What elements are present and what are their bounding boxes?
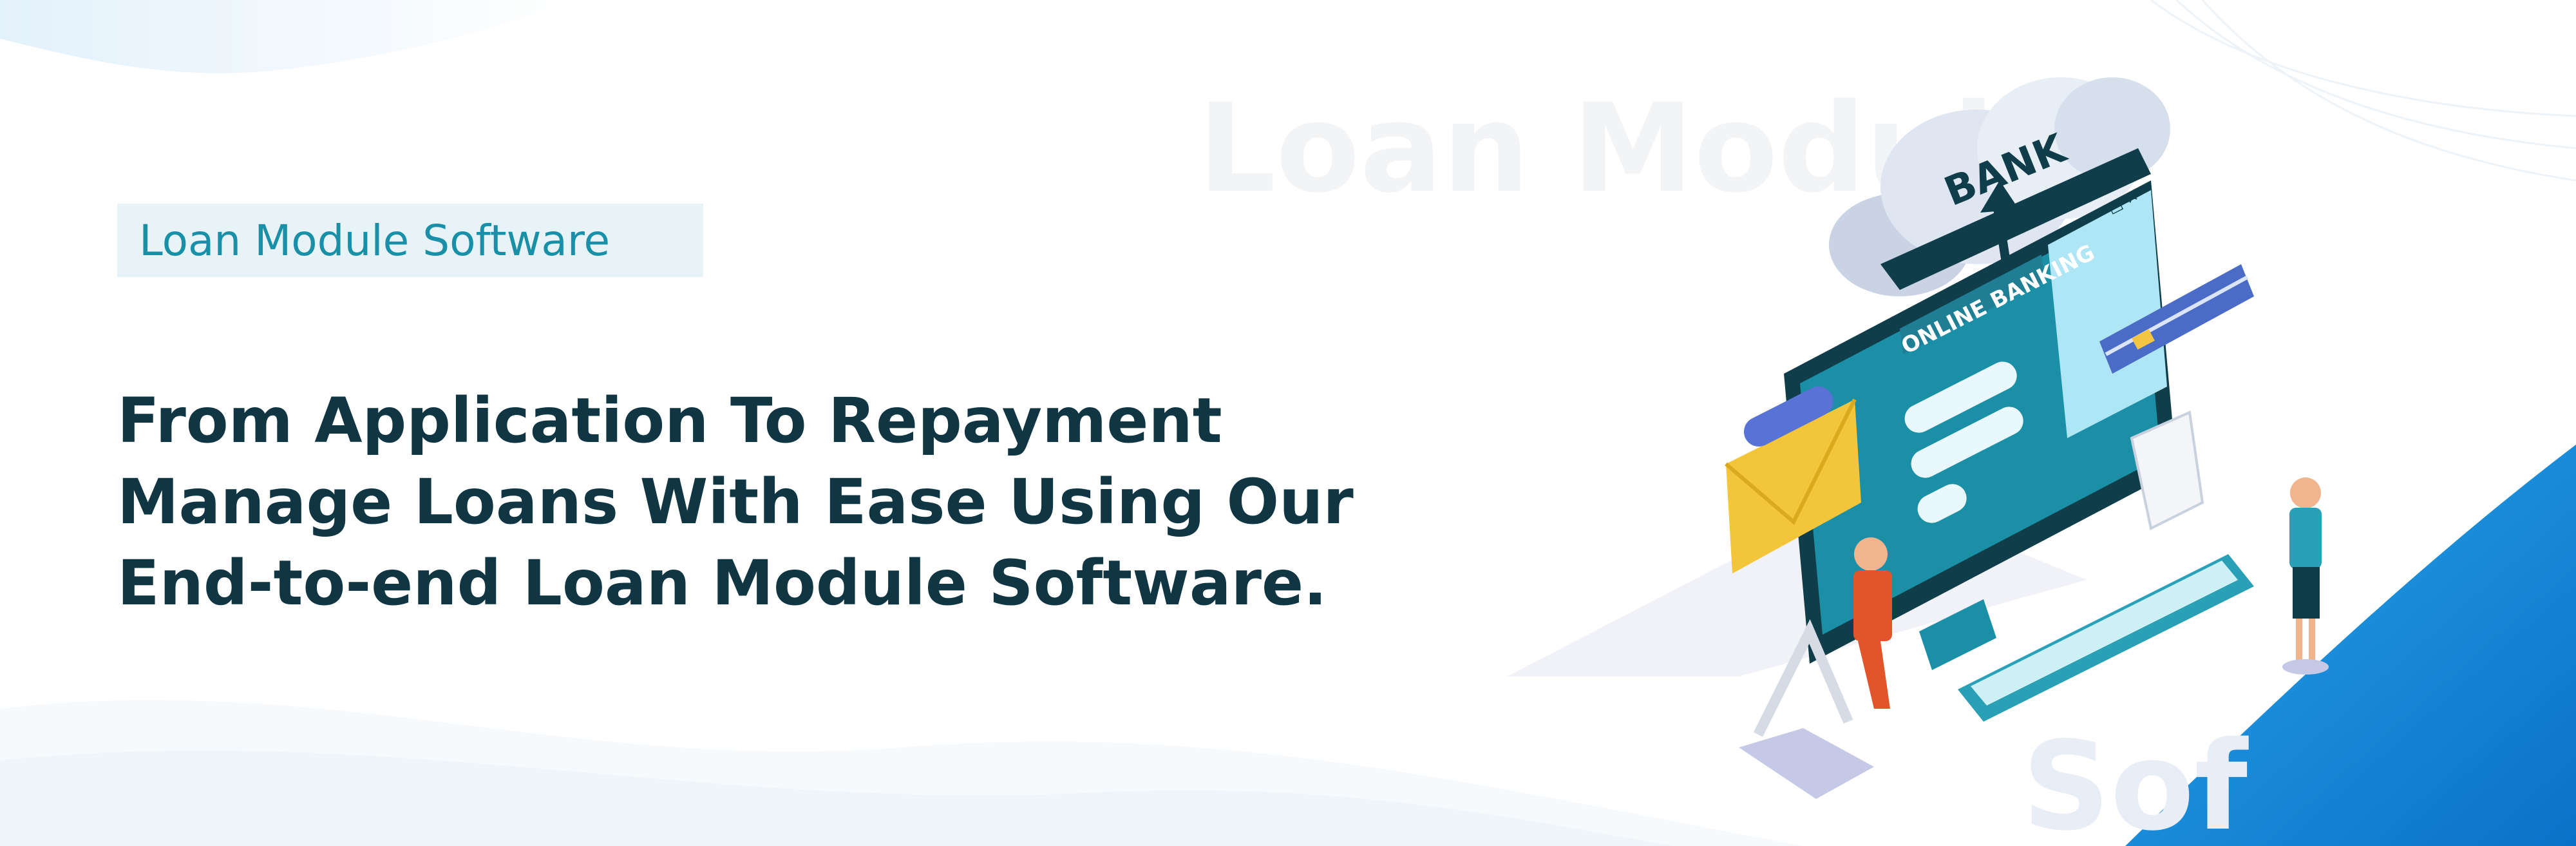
credit-card-icon <box>2099 264 2254 374</box>
person-on-ladder <box>1739 537 1892 799</box>
person-standing <box>2282 477 2329 675</box>
watermark-text-bottom: Sof <box>2022 715 2248 846</box>
headline-line: End-to-end Loan Module Software. <box>117 547 1327 619</box>
online-banking-illustration: BANK ONLINE BANKING – □ × <box>1725 77 2329 799</box>
headline: From Application To Repayment Manage Loa… <box>117 380 1405 624</box>
category-tag: Loan Module Software <box>117 204 703 277</box>
keyboard-icon <box>1958 554 2254 722</box>
envelope-icon <box>1725 386 1861 573</box>
watermark-text: Loan Modul <box>1198 77 1995 220</box>
cloud-upload-icon: BANK <box>1829 77 2170 296</box>
headline-line: From Application To Repayment <box>117 385 1222 457</box>
headline-line: Manage Loans With Ease Using Our <box>117 466 1354 538</box>
